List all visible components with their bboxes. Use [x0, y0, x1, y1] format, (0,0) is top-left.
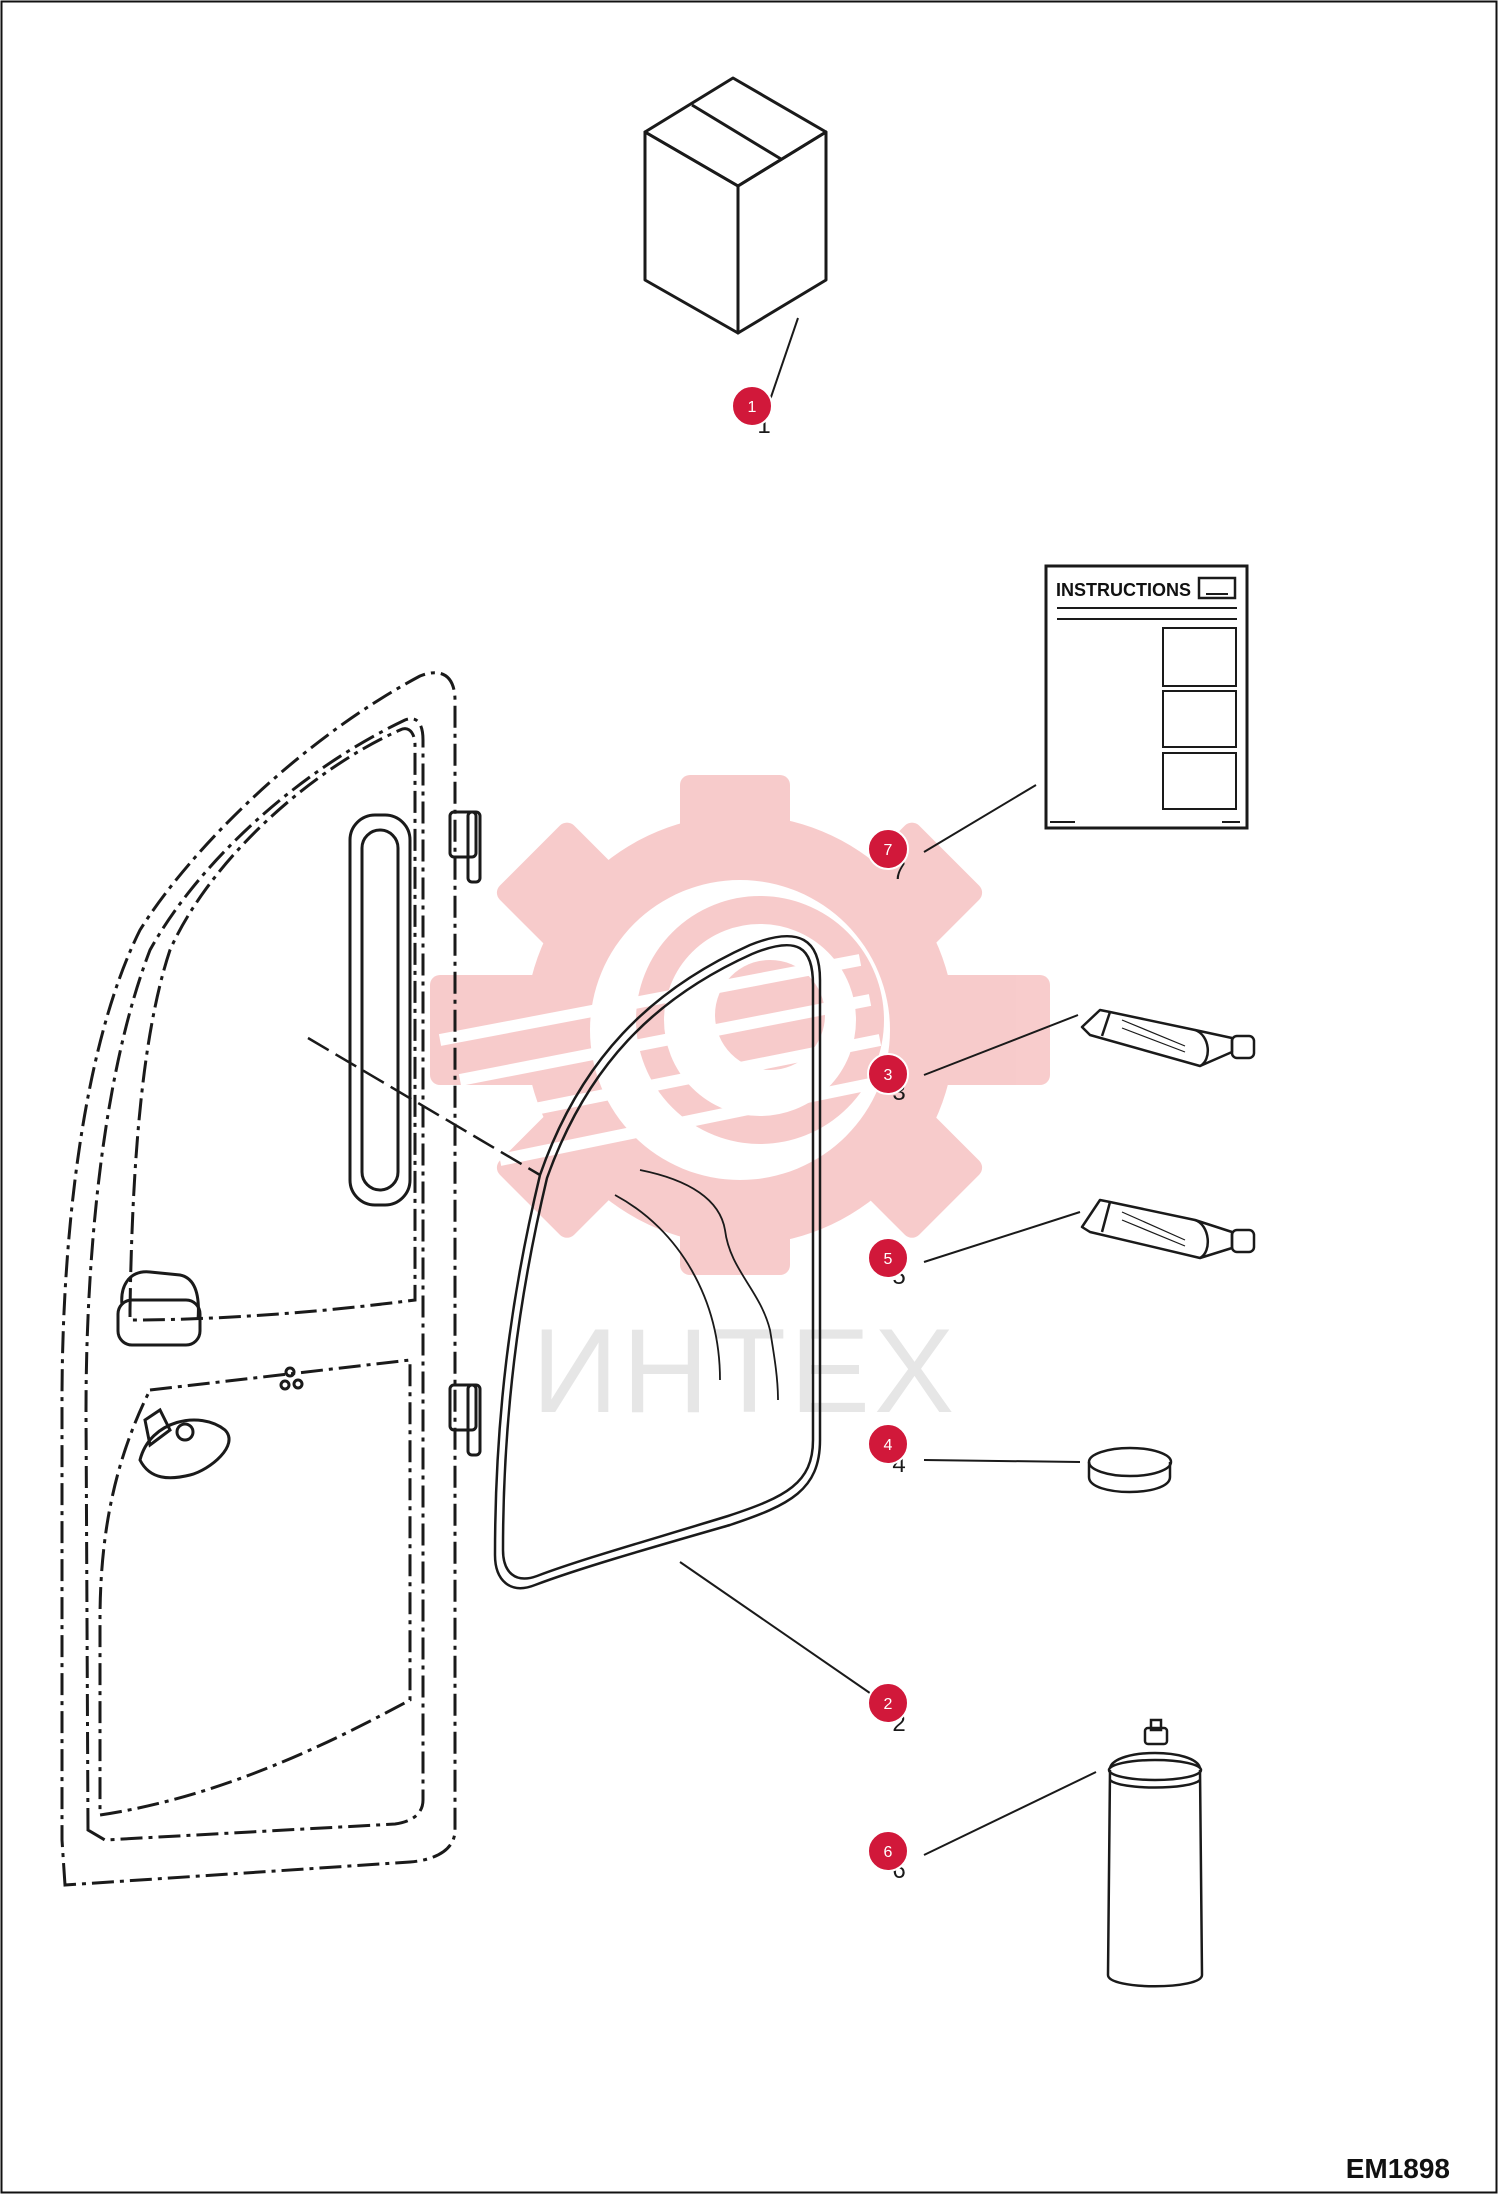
watermark-text: ИНТЕХ — [532, 1304, 958, 1438]
instructions-sheet-illustration — [1044, 564, 1249, 830]
leader-line-3 — [923, 1014, 1079, 1076]
primer-puck-illustration — [1087, 1446, 1173, 1494]
adhesive-tube-illustration — [1080, 1008, 1256, 1068]
door-hardware-illustration — [116, 810, 482, 1480]
callout-5[interactable]: 5 5 — [867, 1237, 909, 1290]
callout-1-number: 1 — [748, 399, 757, 416]
assembly-centerline — [307, 1036, 541, 1177]
callout-2-number: 2 — [884, 1696, 893, 1713]
leader-line-2 — [679, 1561, 881, 1701]
callout-5-number: 5 — [884, 1251, 893, 1268]
callout-1[interactable]: 1 1 — [731, 385, 773, 439]
door-frame-illustration — [60, 671, 457, 1887]
callout-2[interactable]: 2 2 — [867, 1682, 909, 1737]
leader-line-7 — [923, 784, 1037, 853]
leader-line-5 — [923, 1211, 1081, 1263]
callout-7-number: 7 — [884, 842, 893, 859]
kit-box-illustration — [643, 76, 828, 335]
callout-3[interactable]: 3 3 — [867, 1053, 909, 1106]
callout-3-number: 3 — [884, 1067, 893, 1084]
callout-6[interactable]: 6 6 — [867, 1830, 909, 1884]
leader-line-1 — [769, 317, 799, 401]
watermark-logo — [430, 775, 1050, 1275]
drawing-code: EM1898 — [1346, 2153, 1450, 2184]
door-glass-illustration — [493, 934, 822, 1590]
spray-can-illustration — [1106, 1718, 1204, 1988]
instructions-label: INSTRUCTIONS — [1056, 580, 1191, 600]
callout-4[interactable]: 4 4 — [867, 1423, 909, 1478]
leader-line-6 — [923, 1771, 1097, 1856]
callout-6-number: 6 — [884, 1844, 893, 1861]
callout-4-number: 4 — [884, 1437, 893, 1454]
sealant-tube-illustration — [1080, 1198, 1256, 1260]
callout-7[interactable]: 7 7 — [867, 828, 909, 885]
leader-line-4 — [923, 1459, 1081, 1463]
